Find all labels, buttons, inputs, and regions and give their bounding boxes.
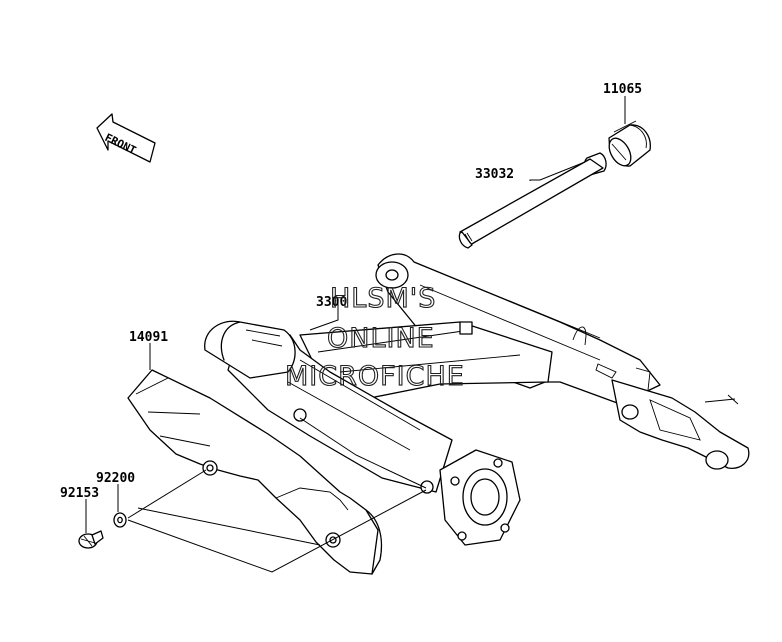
front-label: FRONT [103,131,139,157]
watermark-line-1: HLSM'S [330,283,436,314]
front-arrow-icon: FRONT [96,113,156,163]
part-number-labels: 11065 33032 3300 14091 92200 92153 [60,82,642,501]
part-label-92200: 92200 [96,471,135,486]
part-label-33001: 3300 [316,295,347,310]
watermark-line-3: MICROFICHE [285,361,465,392]
part-label-33032: 33032 [475,167,514,182]
swingarm-part [204,253,750,546]
watermark-line-2: ONLINE [327,323,435,354]
bolt-part [78,530,104,549]
watermark: HLSM'S ONLINE MICROFICHE [284,282,465,392]
collar-part [608,120,651,167]
part-label-92153: 92153 [60,486,99,501]
cover-part [127,369,383,575]
leader-lines [85,96,626,573]
part-label-11065: 11065 [603,82,642,97]
pivot-shaft-part [458,152,607,249]
washer-part [113,512,127,528]
part-label-14091: 14091 [129,330,168,345]
